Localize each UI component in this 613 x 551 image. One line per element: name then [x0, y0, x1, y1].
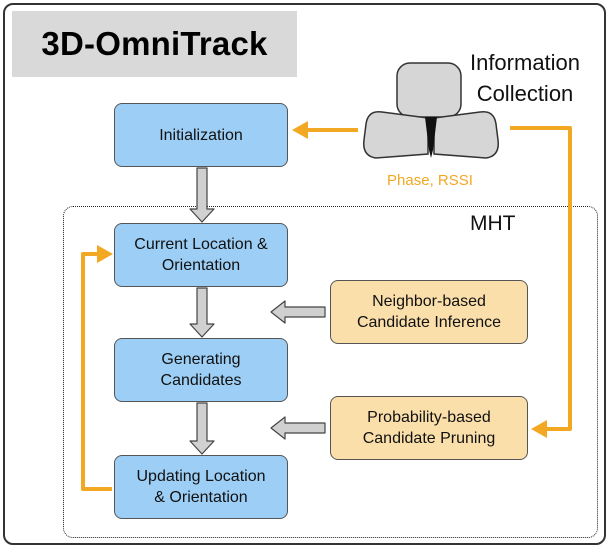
side-neighbor-inference-line-2: Candidate Inference: [356, 314, 502, 331]
step-updating-location: Updating Location & Orientation: [114, 455, 288, 519]
antenna-center-mount: [425, 117, 437, 158]
step-generating-candidates: Generating Candidates: [114, 338, 288, 402]
orange-arrowhead-feedback: [97, 245, 113, 263]
step-current-location: Current Location & Orientation: [114, 223, 288, 287]
step-updating-location-line-1: Updating Location: [136, 468, 266, 485]
diagram-title: 3D-OmniTrack: [41, 25, 268, 62]
step-generating-candidates-text: Generating Candidates: [161, 349, 242, 391]
flow-arrow-neighbor-to-steps: [270, 300, 326, 324]
side-neighbor-inference: Neighbor-based Candidate Inference: [330, 280, 528, 344]
side-neighbor-inference-text: Neighbor-based Candidate Inference: [357, 291, 501, 333]
mht-label: MHT: [470, 212, 516, 235]
step-updating-location-text: Updating Location & Orientation: [137, 466, 266, 508]
step-initialization-text: Initialization: [159, 125, 243, 146]
side-probability-pruning-line-1: Probability-based: [367, 409, 491, 426]
info-collection-line-1: Information: [469, 50, 581, 75]
antenna-left-panel: [363, 111, 429, 159]
antenna-right-panel: [433, 111, 499, 159]
step-generating-candidates-line-2: Candidates: [160, 372, 242, 389]
step-initialization: Initialization: [114, 103, 288, 167]
side-probability-pruning-line-2: Candidate Pruning: [362, 430, 496, 447]
orange-arrowhead-init: [292, 121, 308, 139]
title-banner: 3D-OmniTrack: [12, 11, 297, 77]
antenna-top-panel: [396, 62, 462, 118]
antenna-array-icon: [363, 62, 499, 159]
step-generating-candidates-line-1: Generating: [161, 351, 241, 368]
flow-arrow-init-to-current: [189, 167, 215, 223]
flow-arrow-pruning-to-steps: [270, 416, 326, 440]
orange-arrowhead-pruning: [531, 420, 547, 438]
side-neighbor-inference-line-1: Neighbor-based: [372, 293, 486, 310]
step-current-location-text: Current Location & Orientation: [134, 234, 267, 276]
flow-arrow-generate-to-update: [189, 402, 215, 455]
side-probability-pruning-text: Probability-based Candidate Pruning: [363, 407, 496, 449]
step-current-location-line-2: Orientation: [161, 257, 241, 274]
info-collection-line-2: Collection: [476, 81, 574, 106]
orange-arrow-feedback-loop: [81, 252, 112, 491]
outer-frame: [3, 3, 606, 545]
info-collection-label: Information Collection: [445, 47, 605, 109]
step-updating-location-line-2: & Orientation: [154, 489, 248, 506]
side-probability-pruning: Probability-based Candidate Pruning: [330, 396, 528, 460]
flow-arrow-current-to-generate: [189, 287, 215, 338]
phase-rssi-label: Phase, RSSI: [387, 172, 473, 189]
mht-region: [63, 206, 598, 538]
step-current-location-line-1: Current Location &: [134, 236, 268, 253]
step-initialization-line-1: Initialization: [159, 126, 243, 144]
orange-arrow-antenna-to-pruning: [510, 126, 572, 431]
